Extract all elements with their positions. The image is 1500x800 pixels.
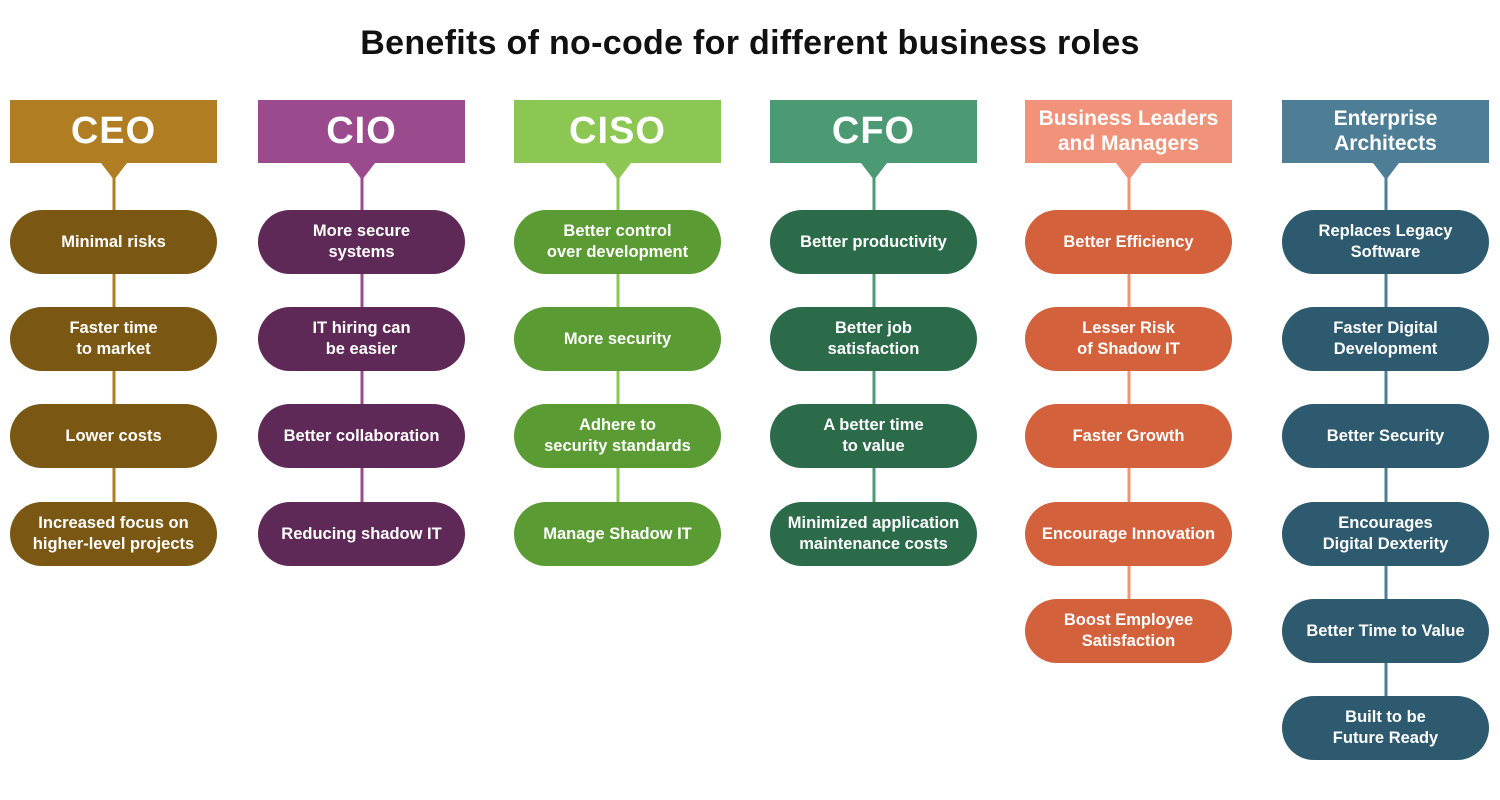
- role-label: Business Leaders and Managers: [1038, 107, 1219, 155]
- header-pointer-triangle-icon: [100, 163, 127, 180]
- column-role-1: CIO More secure systems IT hiring can be e…: [258, 100, 465, 800]
- benefit-pill: Built to be Future Ready: [1282, 696, 1489, 760]
- role-header: CEO: [10, 100, 217, 163]
- benefit-pill: Faster Digital Development: [1282, 307, 1489, 371]
- benefit-pill: Lesser Risk of Shadow IT: [1025, 307, 1232, 371]
- role-label: CEO: [70, 110, 157, 152]
- benefit-pill: Lower costs: [10, 404, 217, 468]
- role-label: CIO: [326, 110, 397, 152]
- role-header: CISO: [514, 100, 721, 163]
- benefit-pill: Adhere to security standards: [514, 404, 721, 468]
- benefit-pill: Reducing shadow IT: [258, 502, 465, 566]
- header-pointer-triangle-icon: [1115, 163, 1142, 180]
- connector-line: [1127, 160, 1130, 631]
- role-header: Business Leaders and Managers: [1025, 100, 1232, 163]
- role-header: CFO: [770, 100, 977, 163]
- benefit-pill: Minimal risks: [10, 210, 217, 274]
- benefit-pill: A better time to value: [770, 404, 977, 468]
- benefit-pill: Encourages Digital Dexterity: [1282, 502, 1489, 566]
- benefit-pill: Better Efficiency: [1025, 210, 1232, 274]
- benefit-pill: More secure systems: [258, 210, 465, 274]
- benefit-pill: Better Time to Value: [1282, 599, 1489, 663]
- role-label: CISO: [569, 110, 666, 152]
- benefit-pill: Better productivity: [770, 210, 977, 274]
- benefit-pill: Better control over development: [514, 210, 721, 274]
- benefit-pill: Faster time to market: [10, 307, 217, 371]
- benefit-pill: More security: [514, 307, 721, 371]
- benefit-pill: Better Security: [1282, 404, 1489, 468]
- role-header: CIO: [258, 100, 465, 163]
- benefit-pill: IT hiring can be easier: [258, 307, 465, 371]
- page-title: Benefits of no-code for different busine…: [360, 24, 1140, 62]
- role-header: Enterprise Architects: [1282, 100, 1489, 163]
- benefit-pill: Minimized application maintenance costs: [770, 502, 977, 566]
- role-label: CFO: [831, 110, 916, 152]
- benefit-pill: Replaces Legacy Software: [1282, 210, 1489, 274]
- benefit-pill: Encourage Innovation: [1025, 502, 1232, 566]
- header-pointer-triangle-icon: [1372, 163, 1399, 180]
- benefit-pill: Boost Employee Satisfaction: [1025, 599, 1232, 663]
- benefit-pill: Better job satisfaction: [770, 307, 977, 371]
- header-pointer-triangle-icon: [604, 163, 631, 180]
- header-pointer-triangle-icon: [860, 163, 887, 180]
- benefit-pill: Faster Growth: [1025, 404, 1232, 468]
- role-label: Enterprise Architects: [1333, 107, 1438, 155]
- benefit-pill: Better collaboration: [258, 404, 465, 468]
- benefit-pill: Manage Shadow IT: [514, 502, 721, 566]
- benefit-pill: Increased focus on higher-level projects: [10, 502, 217, 566]
- header-pointer-triangle-icon: [348, 163, 375, 180]
